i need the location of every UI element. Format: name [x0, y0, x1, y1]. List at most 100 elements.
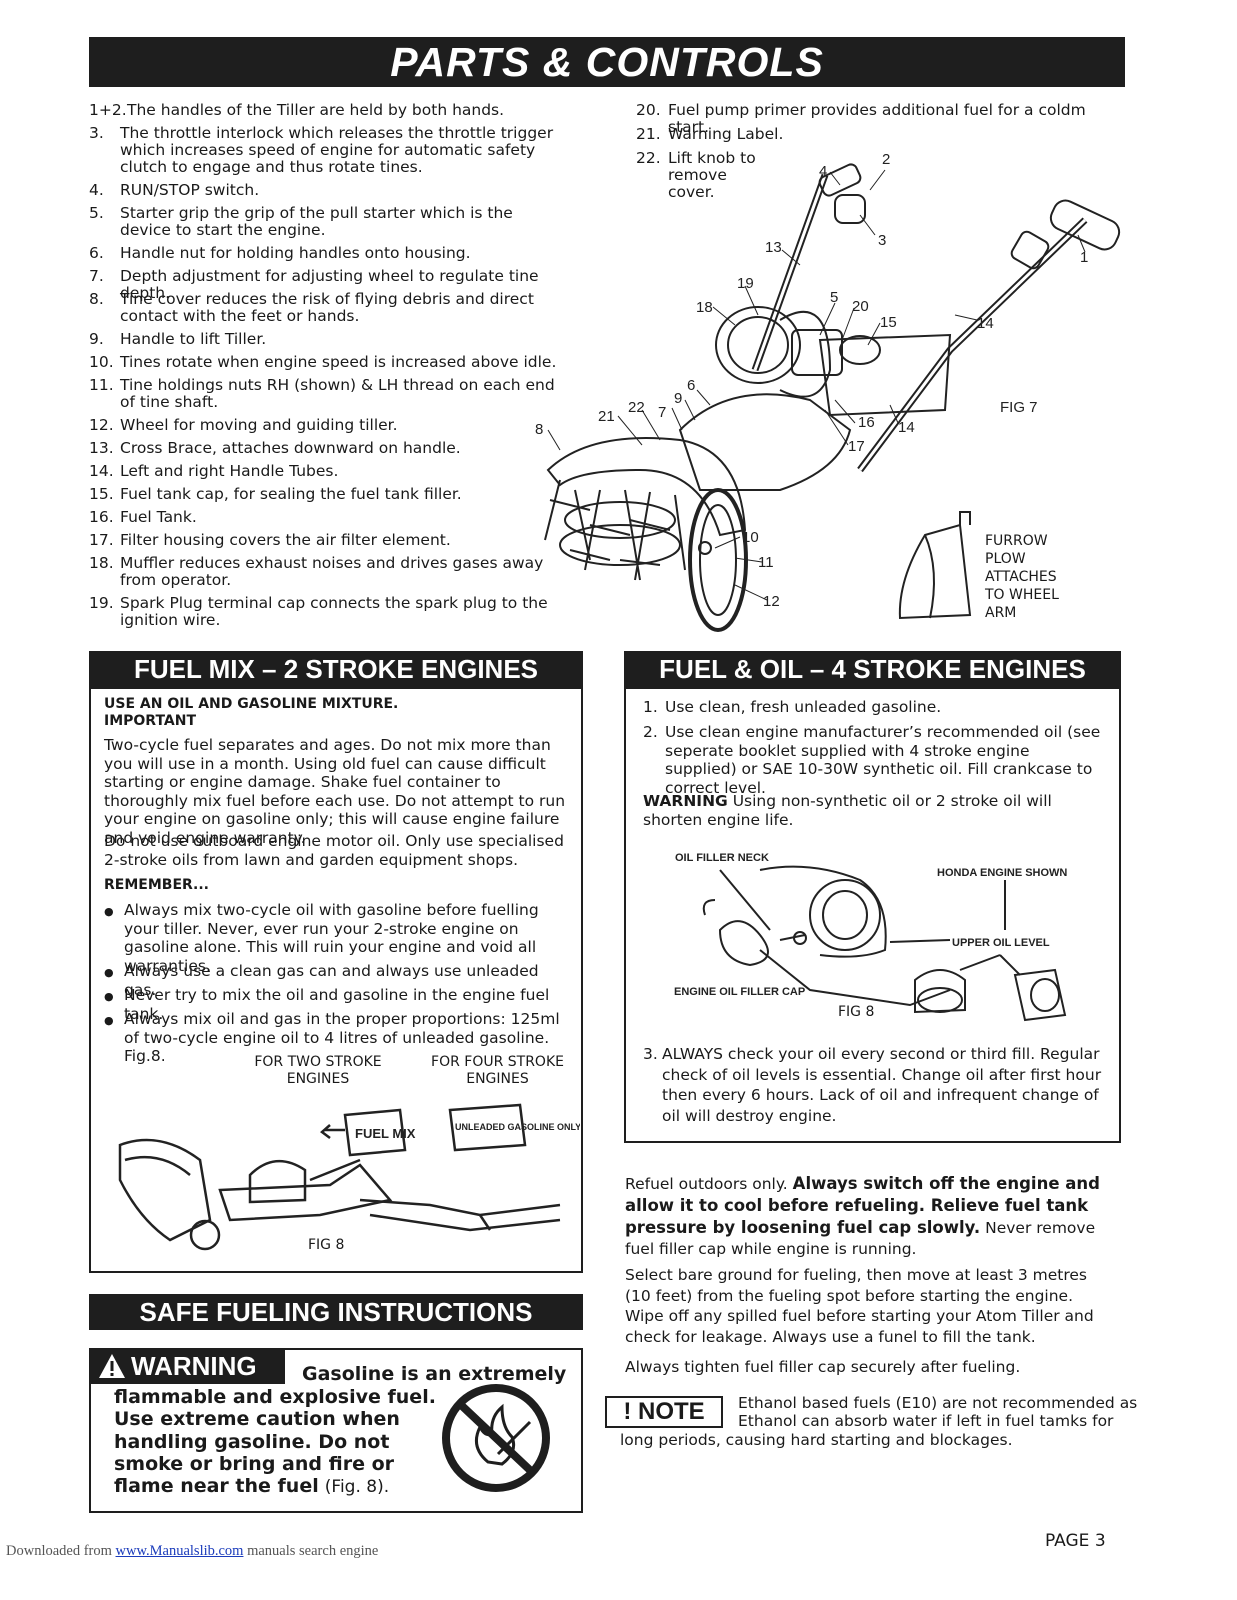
parts-list-item-number: 13.: [89, 439, 114, 457]
fig7-callout-5: 5: [830, 289, 838, 306]
fuel-oil-fig-label: FIG 8: [838, 1004, 875, 1020]
fig7-callout-19: 19: [737, 275, 754, 292]
parts-list-item-number: 19.: [89, 594, 114, 612]
bullet-text: Always use a clean gas can and always us…: [124, 962, 539, 999]
page-number: PAGE 3: [1045, 1531, 1106, 1551]
fig7-callout-17: 17: [848, 438, 865, 455]
parts-list-item-number: 12.: [89, 416, 114, 434]
parts-list-item-text: Filter housing covers the air filter ele…: [120, 531, 451, 549]
warning-line-6-tail: (Fig. 8).: [324, 1477, 390, 1497]
note-text-2: Ethanol can absorb water if left in fuel…: [738, 1412, 1114, 1430]
warning-triangle-icon: [99, 1354, 125, 1378]
bullet-dot-icon: ●: [104, 905, 114, 918]
download-prefix: Downloaded from: [6, 1543, 112, 1559]
furrow-plow-label: FURROW PLOW ATTACHES TO WHEEL ARM: [985, 533, 1059, 621]
fig7-callout-10: 10: [742, 529, 759, 546]
engine-oil-diagram: OIL FILLER NECK HONDA ENGINE SHOWN UPPER…: [674, 852, 1067, 1022]
fig7-callout-22: 22: [628, 399, 645, 416]
refuel-para-2: Select bare ground for fueling, then mov…: [625, 1266, 1094, 1346]
parts-list-item-number: 4.: [89, 181, 104, 199]
warning-line-1: Gasoline is an extremely: [302, 1363, 567, 1385]
bullet-dot-icon: ●: [104, 966, 114, 979]
bullet-dot-icon: ●: [104, 1014, 114, 1027]
fuel-oil-warning-text: Using non-synthetic oil or 2 stroke oil …: [643, 792, 1052, 829]
parts-list-item-number: 18.: [89, 554, 114, 572]
fuel-mix-para-1: Two-cycle fuel separates and ages. Do no…: [104, 736, 566, 847]
fuel-mix-heading-2: IMPORTANT: [104, 713, 197, 729]
fig7-callout-14a: 13: [765, 239, 782, 256]
fig7-callout-21: 21: [598, 408, 615, 425]
fuel-oil-warning-label: WARNING: [643, 792, 728, 810]
refuel-para-1-c: Never remove fuel filler cap while engin…: [625, 1219, 1096, 1258]
fig7-callout-1: 1: [1080, 249, 1088, 266]
bullet-dot-icon: ●: [104, 990, 114, 1003]
fuel-mix-bullets: ●Always mix two-cycle oil with gasoline …: [104, 901, 574, 1065]
warning-line-6-bold: flame near the fuel: [114, 1475, 319, 1497]
can-text-unleaded: UNLEADED GASOLINE ONLY: [455, 1122, 580, 1132]
refuel-para-3: Always tighten fuel filler cap securely …: [625, 1358, 1021, 1376]
download-footer: Downloaded from www.Manualslib.com manua…: [6, 1543, 378, 1560]
note-badge: ! NOTE: [605, 1396, 723, 1428]
fuel-oil-item-3-text: ALWAYS check your oil every second or th…: [662, 1045, 1102, 1125]
fig8-label-upper: UPPER OIL LEVEL: [952, 937, 1050, 949]
warning-line-6: flame near the fuel (Fig. 8).: [114, 1475, 389, 1497]
fuel-oil-item-1-text: Use clean, fresh unleaded gasoline.: [665, 698, 942, 716]
fig7-callout-6: 6: [687, 377, 695, 394]
warning-line-4: handling gasoline. Do not: [114, 1431, 390, 1453]
parts-list-left: 1+2.The handles of the Tiller are held b…: [89, 102, 589, 642]
parts-list-item-number: 3.: [89, 124, 104, 142]
download-link[interactable]: www.Manualslib.com: [115, 1543, 244, 1559]
refuel-para-1-b: Always switch off the engine and allow i…: [625, 1174, 1100, 1237]
tiller-diagram: 2 4 3 1 13 14 19 18 5 20 15 6 9 7 22 21 …: [535, 151, 1121, 632]
note-text-1: Ethanol based fuels (E10) are not recomm…: [738, 1394, 1138, 1412]
fig7-callout-14b: 14: [977, 315, 994, 332]
warning-badge: WARNING: [89, 1348, 285, 1384]
parts-list-item-number: 22.: [636, 149, 661, 167]
fig7-callout-13: 14: [898, 419, 915, 436]
parts-list-item-number: 5.: [89, 204, 104, 222]
can-text-fuel-mix: FUEL MIX: [355, 1126, 416, 1141]
parts-list-item-number: 16.: [89, 508, 114, 526]
refuel-para-1-a: Refuel outdoors only.: [625, 1175, 788, 1193]
parts-list-item-text: Tine holdings nuts RH (shown) & LH threa…: [120, 376, 555, 411]
safe-fueling-box: [89, 1348, 583, 1513]
fig7-callout-12: 12: [763, 593, 780, 610]
parts-list-item-text: Handle nut for holding handles onto hous…: [120, 244, 471, 262]
parts-list-item-text: Tine cover reduces the risk of flying de…: [120, 290, 534, 325]
parts-list-item-number: 10.: [89, 353, 114, 371]
fig7-callout-20: 20: [852, 298, 869, 315]
parts-list-item-text: Wheel for moving and guiding tiller.: [120, 416, 398, 434]
fuel-mix-title: FUEL MIX – 2 STROKE ENGINES: [89, 651, 583, 687]
parts-list-item-text: Tines rotate when engine speed is increa…: [120, 353, 557, 371]
parts-list-item-number: 7.: [89, 267, 104, 285]
parts-list-item-number: 21.: [636, 125, 661, 143]
warning-badge-label: WARNING: [131, 1350, 257, 1381]
fig7-callout-7: 7: [658, 404, 666, 421]
warning-line-2: flammable and explosive fuel.: [114, 1386, 436, 1408]
fig7-callout-8: 8: [535, 421, 543, 438]
parts-list-item-text: Muffler reduces exhaust noises and drive…: [120, 554, 544, 589]
fig7-callout-2: 2: [882, 151, 890, 168]
fuel-mix-fig-label: FIG 8: [308, 1237, 345, 1253]
fuel-mix-para-2: Do not use outboard engine motor oil. On…: [104, 832, 564, 869]
bullet-text: Always mix oil and gas in the proper pro…: [124, 1010, 560, 1065]
warning-line-3: Use extreme caution when: [114, 1408, 400, 1430]
fuel-oil-item-2-num: 2.: [643, 723, 658, 741]
fuel-can-illustration: FUEL MIX UNLEADED GASOLINE ONLY: [118, 1103, 580, 1251]
fuel-mix-remember: REMEMBER...: [104, 877, 209, 893]
fig7-callout-9: 9: [674, 390, 682, 407]
safe-fueling-title: SAFE FUELING INSTRUCTIONS: [89, 1294, 583, 1330]
fuel-oil-box: [624, 687, 1121, 1143]
bullet-text: Never try to mix the oil and gasoline in…: [124, 986, 550, 1023]
fig7-label: FIG 7: [1000, 399, 1038, 416]
fig-label-two-stroke: FOR TWO STROKE ENGINES: [254, 1054, 382, 1087]
fig7-callout-4: 4: [819, 163, 827, 180]
parts-list-item-text: Fuel pump primer provides additional fue…: [668, 101, 1086, 136]
fig7-callout-11: 11: [758, 554, 774, 571]
parts-list-item-number: 14.: [89, 462, 114, 480]
parts-list-item-text: The handles of the Tiller are held by bo…: [127, 101, 505, 119]
note-text-3: long periods, causing hard starting and …: [620, 1431, 1013, 1449]
fig7-callout-18: 18: [696, 299, 713, 316]
fig8-label-neck: OIL FILLER NECK: [675, 852, 769, 864]
parts-list-item-number: 1+2.: [89, 101, 127, 119]
